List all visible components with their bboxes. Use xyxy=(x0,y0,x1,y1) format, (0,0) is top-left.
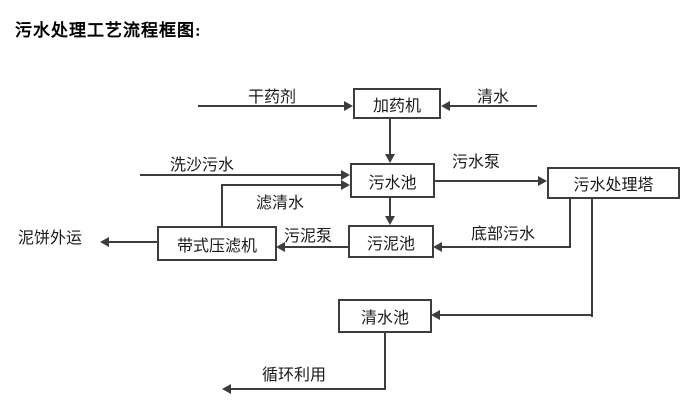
arrowhead-left-icon xyxy=(100,237,109,247)
arrowhead-right-icon xyxy=(341,170,350,180)
arrowhead-right-icon xyxy=(341,180,350,190)
arrowhead-left-icon xyxy=(441,101,450,111)
connector-line-sand-washing xyxy=(140,174,342,176)
node-dosing-machine: 加药机 xyxy=(353,88,441,119)
connector-line-dosing-to-sewage xyxy=(389,119,391,155)
connector-line-recycling xyxy=(231,388,386,390)
arrowhead-left-icon xyxy=(222,384,231,394)
connector-line-bottom-sewage-vertical xyxy=(569,199,571,248)
connector-line-sewage-pump xyxy=(435,180,539,182)
connector-line-filtered-water xyxy=(221,184,342,186)
connector-line-bottom-sewage xyxy=(442,246,571,248)
diagram-title: 污水处理工艺流程框图: xyxy=(15,21,202,40)
node-treatment-tower: 污水处理塔 xyxy=(547,167,680,199)
flow-label-bottom-sewage: 底部污水 xyxy=(471,226,536,243)
arrowhead-down-icon xyxy=(385,154,395,163)
arrowhead-down-icon xyxy=(385,216,395,225)
arrowhead-left-icon xyxy=(431,310,440,320)
connector-line-filtered-water-vertical xyxy=(221,185,223,226)
connector-line-recycling-vertical xyxy=(384,333,386,390)
connector-line-mud-cake xyxy=(109,241,157,243)
node-belt-filter-press: 带式压滤机 xyxy=(157,226,277,261)
flow-label-dry-chemical: 干药剂 xyxy=(248,89,297,106)
connector-line-sewage-to-sludge xyxy=(389,198,391,217)
connector-line-dry-chemical xyxy=(198,105,345,107)
flow-label-sludge-pump: 污泥泵 xyxy=(284,228,333,245)
arrowhead-right-icon xyxy=(538,176,547,186)
flow-label-recycling: 循环利用 xyxy=(262,367,327,384)
flow-label-mud-cake-out: 泥饼外运 xyxy=(18,230,83,247)
arrowhead-right-icon xyxy=(344,101,353,111)
connector-line-tower-to-clear xyxy=(440,314,593,316)
node-clear-water-pool: 清水池 xyxy=(338,299,432,333)
flow-label-sand-washing-sewage: 洗沙污水 xyxy=(170,157,235,174)
flow-label-filtered-water: 滤清水 xyxy=(256,195,305,212)
arrowhead-left-icon xyxy=(276,242,285,252)
flow-label-clear-water: 清水 xyxy=(477,89,510,106)
connector-line-clear-water xyxy=(449,105,537,107)
arrowhead-left-icon xyxy=(433,242,442,252)
node-sludge-pool: 污泥池 xyxy=(348,225,434,258)
connector-line-tower-to-clear-vertical xyxy=(591,199,593,317)
node-sewage-pool: 污水池 xyxy=(350,163,435,198)
connector-line-sludge-pump xyxy=(285,246,348,248)
flow-label-sewage-pump: 污水泵 xyxy=(452,154,501,171)
